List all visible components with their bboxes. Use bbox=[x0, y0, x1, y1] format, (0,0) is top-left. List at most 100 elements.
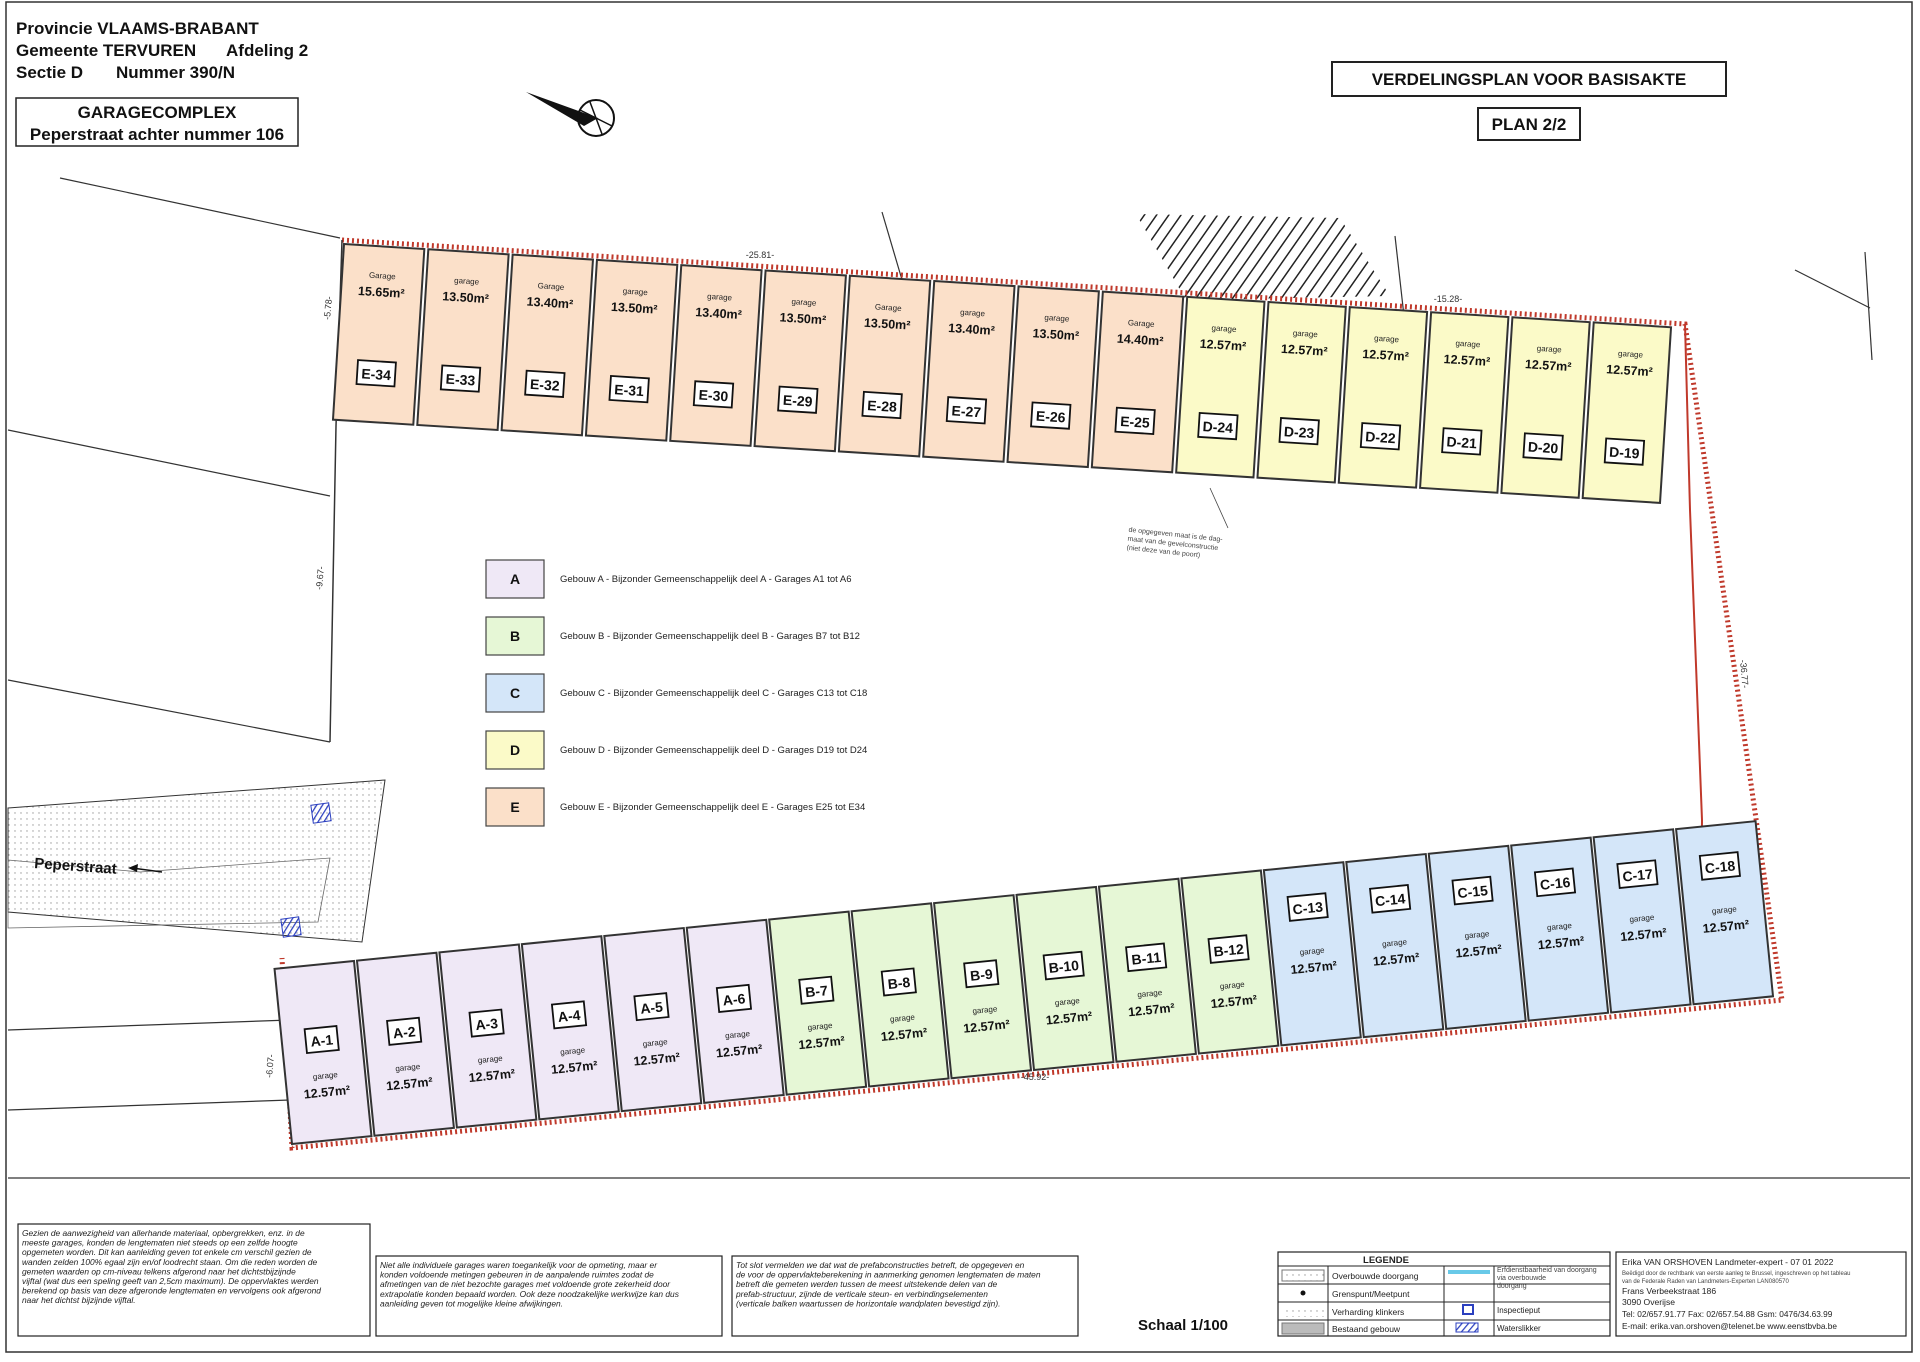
note-line: afmetingen van de niet bezochte garages … bbox=[380, 1279, 671, 1289]
garage-id: B-10 bbox=[1048, 957, 1080, 976]
garage-id: C-15 bbox=[1457, 882, 1489, 901]
number-label: Nummer 390/N bbox=[116, 63, 235, 82]
garage-type: garage bbox=[477, 1054, 503, 1065]
garage-id: B-12 bbox=[1213, 941, 1245, 960]
title-box bbox=[1331, 61, 1727, 97]
garage-label-group: C-15 garage 12.57m² bbox=[1451, 875, 1503, 961]
garage-area: 15.65m² bbox=[358, 284, 405, 301]
street-edge bbox=[7, 857, 331, 929]
garage-id: E-29 bbox=[782, 392, 813, 410]
garage-id: A-6 bbox=[722, 990, 746, 1008]
legend-item-line: Erfdienstbaarheid van doorgang bbox=[1497, 1267, 1597, 1274]
garage-type: garage bbox=[791, 297, 817, 308]
garage-type: garage bbox=[890, 1013, 916, 1024]
note-line: extrapolatie konden bepaald worden. Ook … bbox=[380, 1289, 680, 1299]
garage-cell bbox=[1180, 869, 1280, 1055]
garage-cell bbox=[669, 264, 763, 447]
garage-cell bbox=[922, 279, 1016, 463]
legend-letter: E bbox=[510, 799, 519, 815]
garage-id-box bbox=[439, 364, 482, 393]
complex-box bbox=[15, 97, 299, 147]
legend-item: Waterslikker bbox=[1497, 1324, 1541, 1333]
garage-cell bbox=[1015, 885, 1115, 1072]
garage-type: garage bbox=[1618, 349, 1644, 360]
note-line: de voor de oppervlakteberekening in aanm… bbox=[736, 1270, 1041, 1280]
legend-letter: C bbox=[510, 685, 520, 701]
garage-cell bbox=[416, 248, 510, 432]
garage-type: Garage bbox=[537, 281, 565, 292]
garage-id: D-21 bbox=[1446, 433, 1478, 451]
garage-id-box bbox=[524, 369, 566, 398]
garage-area: 14.40m² bbox=[1116, 332, 1163, 349]
garage-type: garage bbox=[1629, 913, 1655, 924]
surveyor-line3: van de Federale Raden van Landmeters-Exp… bbox=[1622, 1279, 1789, 1285]
surveyor-email: E-mail: erika.van.orshoven@telenet.be ww… bbox=[1622, 1321, 1837, 1331]
garage-area: 12.57m² bbox=[715, 1042, 763, 1061]
plan-title: VERDELINGSPLAN VOOR BASISAKTE bbox=[1372, 70, 1687, 89]
garage-type: garage bbox=[725, 1029, 751, 1040]
note-line: wanden zelden 100% egaal zijn en/of lood… bbox=[22, 1257, 318, 1267]
garage-type: garage bbox=[454, 276, 480, 287]
garage-cell bbox=[438, 943, 538, 1129]
municipality-label: Gemeente TERVUREN bbox=[16, 41, 196, 60]
legend-title: LEGENDE bbox=[1363, 1255, 1409, 1266]
note-text-1: Gezien de aanwezigheid van allerhande ma… bbox=[22, 1228, 321, 1305]
garage-type: garage bbox=[1464, 929, 1490, 940]
garage-id: E-34 bbox=[361, 365, 392, 383]
garage-cell bbox=[837, 274, 932, 458]
garage-id: E-33 bbox=[445, 371, 476, 389]
garage-id: E-27 bbox=[951, 402, 982, 420]
legend-description: Gebouw E - Bijzonder Gemeenschappelijk d… bbox=[560, 802, 865, 813]
province-label: Provincie VLAAMS-BRABANT bbox=[16, 19, 259, 38]
garage-cell bbox=[500, 253, 595, 437]
garage-id: D-24 bbox=[1202, 418, 1234, 436]
garage-type: garage bbox=[642, 1037, 668, 1048]
legend-description: Gebouw A - Bijzonder Gemeenschappelijk d… bbox=[560, 574, 852, 585]
garage-area: 12.57m² bbox=[1199, 337, 1246, 354]
garage-area: 12.57m² bbox=[550, 1058, 598, 1077]
garage-type: garage bbox=[707, 292, 733, 303]
dim-top-right: -15.28- bbox=[1434, 294, 1463, 304]
garage-id-box bbox=[303, 1025, 340, 1055]
arrow-left-icon bbox=[128, 864, 163, 873]
garage-area: 12.57m² bbox=[1537, 934, 1585, 953]
legend-item-line: doorgang bbox=[1497, 1283, 1527, 1290]
garage-cell bbox=[603, 926, 703, 1113]
garage-id: C-13 bbox=[1292, 899, 1324, 918]
surveyor-city: 3090 Overijse bbox=[1622, 1297, 1675, 1307]
garage-area: 12.57m² bbox=[1045, 1009, 1093, 1028]
garage-area: 12.57m² bbox=[1455, 942, 1503, 961]
garage-area: 12.57m² bbox=[633, 1050, 681, 1069]
legend-servitude-swatch bbox=[1448, 1270, 1490, 1274]
garage-id-box bbox=[1441, 427, 1483, 456]
legend-description: Gebouw C - Bijzonder Gemeenschappelijk d… bbox=[560, 688, 867, 699]
surveyor-phone: Tel: 02/657.91.77 Fax: 02/657.54.88 Gsm:… bbox=[1622, 1309, 1833, 1319]
garage-cell bbox=[932, 894, 1033, 1080]
garage-type: garage bbox=[1382, 937, 1408, 948]
garage-cell bbox=[850, 902, 950, 1088]
garage-type: garage bbox=[312, 1070, 338, 1081]
legend-building-swatch bbox=[1281, 1322, 1325, 1335]
surveyor-street: Frans Verbeekstraat 186 bbox=[1622, 1286, 1716, 1296]
